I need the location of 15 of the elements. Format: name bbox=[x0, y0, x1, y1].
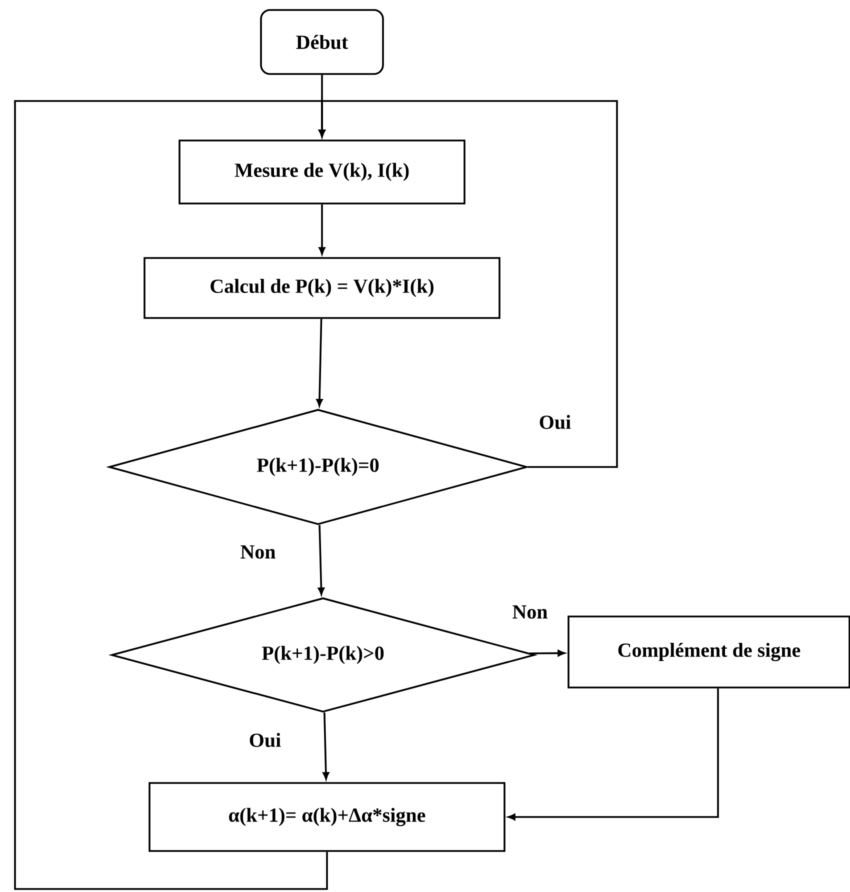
edge-label: Oui bbox=[248, 732, 282, 748]
arrow bbox=[14, 100, 328, 890]
arrow bbox=[318, 524, 324, 595]
process-box: Mesure de V(k), I(k) bbox=[178, 140, 466, 204]
start-box: Début bbox=[260, 9, 384, 75]
arrow bbox=[508, 688, 719, 820]
process-box: α(k+1)= α(k)+Δα*signe bbox=[148, 782, 506, 852]
arrow bbox=[318, 204, 326, 254]
arrow bbox=[316, 318, 323, 406]
edge-label: Non bbox=[239, 544, 277, 560]
process-box: Complément de signe bbox=[568, 616, 850, 688]
process-box: Calcul de P(k) = V(k)*I(k) bbox=[144, 257, 500, 319]
arrow bbox=[322, 712, 330, 780]
edge-label: Oui bbox=[538, 414, 572, 430]
arrow bbox=[530, 650, 565, 656]
